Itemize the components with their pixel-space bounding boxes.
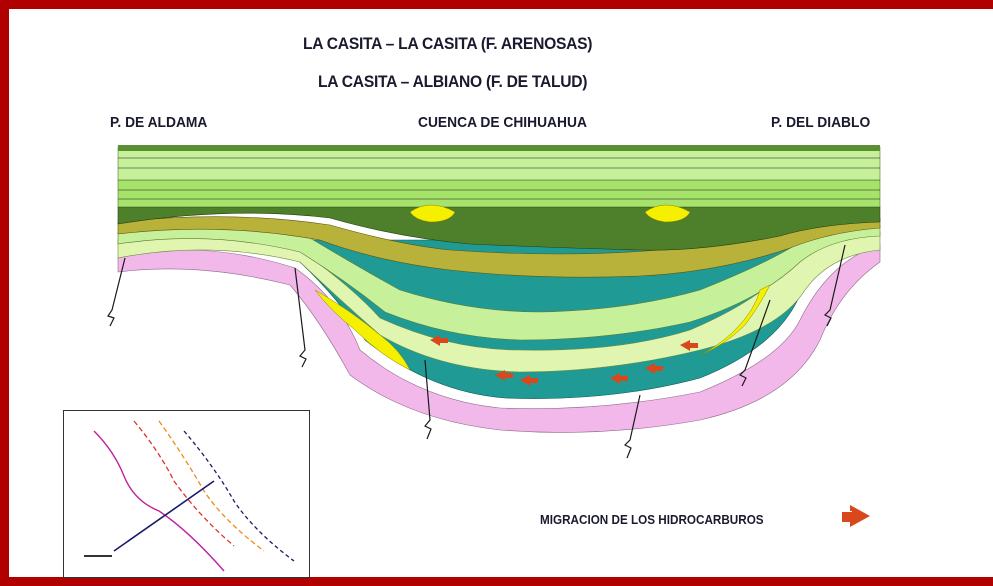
migration-arrow-legend bbox=[850, 505, 870, 527]
reef-pod-left bbox=[409, 204, 456, 223]
label-p-del-diablo: P. DEL DIABLO bbox=[771, 114, 871, 131]
upper-mid-green bbox=[117, 179, 881, 208]
olive-layer bbox=[117, 216, 881, 278]
inset-map bbox=[63, 410, 310, 578]
light-slope-band bbox=[117, 224, 881, 341]
dark-green-layer bbox=[117, 206, 881, 251]
talud-right bbox=[699, 284, 771, 356]
upper-light-green bbox=[117, 146, 881, 181]
faults bbox=[107, 244, 846, 459]
title-line-2: LA CASITA – ALBIANO (F. DE TALUD) bbox=[318, 72, 588, 91]
title-line-1: LA CASITA – LA CASITA (F. ARENOSAS) bbox=[303, 34, 593, 53]
label-p-de-aldama: P. DE ALDAMA bbox=[110, 114, 208, 131]
basement-layer bbox=[117, 244, 881, 433]
top-dark-strip bbox=[118, 145, 880, 151]
reef-pod-right bbox=[644, 204, 691, 223]
migration-legend-label: MIGRACION DE LOS HIDROCARBUROS bbox=[540, 512, 764, 527]
migration-arrows bbox=[430, 335, 698, 386]
talud-left bbox=[314, 289, 411, 371]
label-cuenca-de-chihuahua: CUENCA DE CHIHUAHUA bbox=[418, 114, 587, 131]
